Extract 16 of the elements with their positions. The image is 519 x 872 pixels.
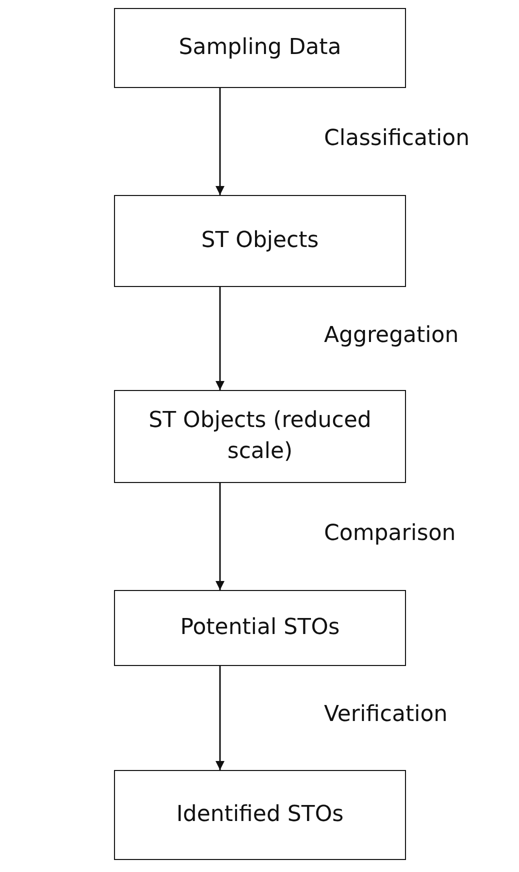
- process-box: [114, 770, 406, 860]
- process-box: [114, 590, 406, 666]
- box-label: ST Objects: [200, 226, 320, 255]
- arrow: [216, 287, 224, 390]
- arrow: [216, 483, 224, 590]
- arrow: [216, 88, 224, 195]
- edge-label: Aggregation: [324, 322, 459, 348]
- box-label: Identified STOs: [175, 800, 345, 829]
- process-box: [114, 390, 406, 483]
- edge-label: Comparison: [324, 520, 456, 546]
- process-box: [114, 8, 406, 88]
- box-label: ST Objects (reduced scale): [148, 406, 372, 466]
- arrow: [216, 666, 224, 770]
- box-label: Sampling Data: [178, 34, 342, 62]
- process-box: [114, 195, 406, 287]
- box-label: Potential STOs: [179, 614, 341, 642]
